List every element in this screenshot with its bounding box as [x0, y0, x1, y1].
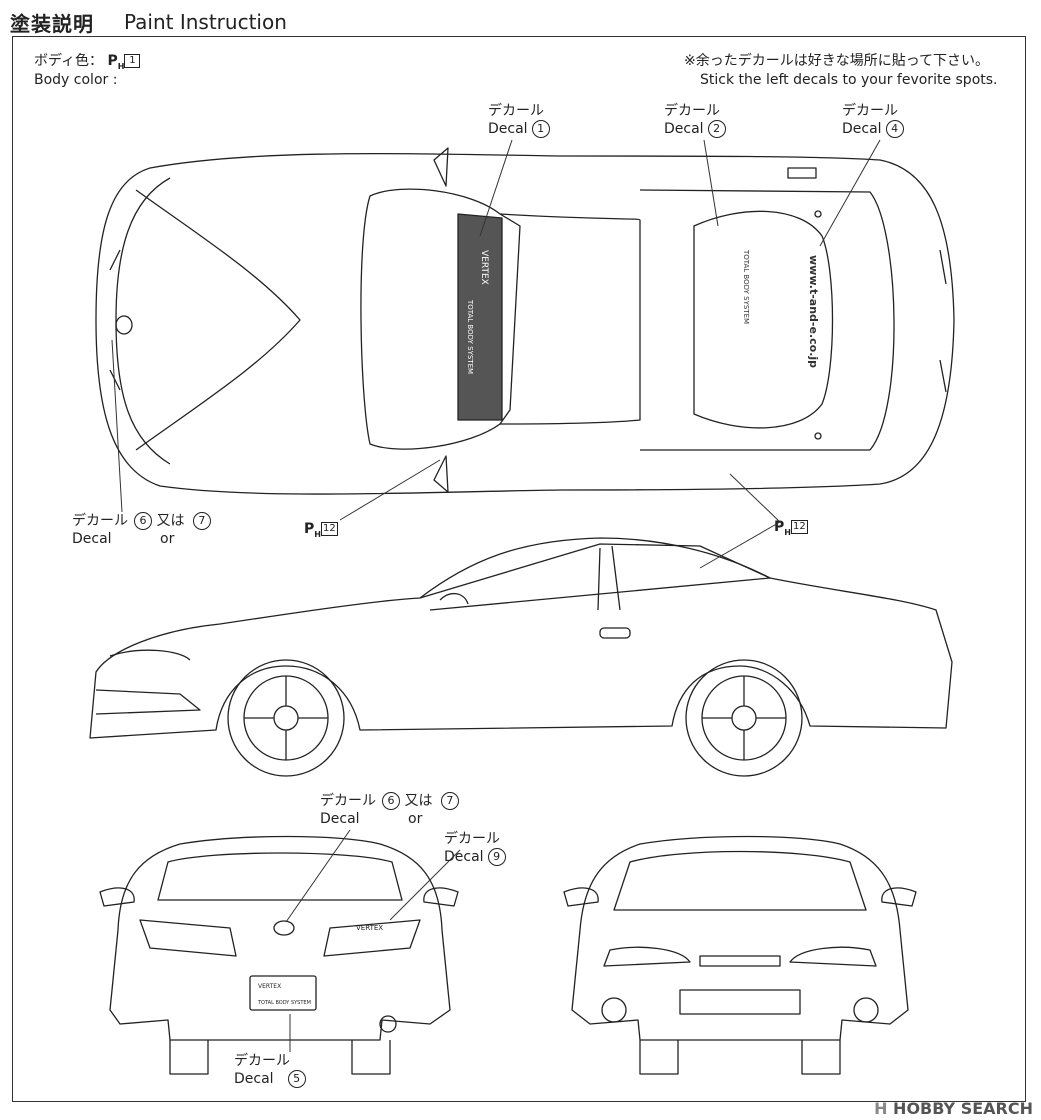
decal-number-7: 7	[192, 512, 211, 530]
leader-lines	[111, 139, 881, 1052]
trunk-badge-decal: VERTEX	[356, 924, 383, 932]
decal-number-5: 5	[287, 1070, 306, 1088]
plate-decal-top: VERTEX	[258, 983, 281, 990]
page-title-jp: 塗装説明	[10, 12, 94, 36]
notice-en: Stick the left decals to your fevorite s…	[700, 72, 998, 88]
decal-number-7-rear: 7	[440, 792, 459, 810]
callout-decal-6-7-rear: デカール Decal	[320, 793, 376, 827]
decal-number-4: 4	[885, 120, 904, 138]
watermark-logo-icon: H	[874, 1099, 888, 1118]
callout-or-top: 6 又は 7 or	[130, 512, 211, 548]
plate-decal-sub: TOTAL BODY SYSTEM	[257, 1000, 311, 1006]
notice-jp: ※余ったデカールは好きな場所に貼って下さい。	[684, 53, 990, 69]
decal-number-6-rear: 6	[382, 792, 400, 810]
side-view	[89, 537, 953, 777]
body-color-label-en: Body color :	[34, 72, 118, 88]
callout-decal-6-7-top: デカール Decal	[72, 513, 128, 547]
hood-decal-sub: TOTAL BODY SYSTEM	[742, 249, 750, 324]
watermark-text: HOBBY SEARCH	[893, 1099, 1033, 1118]
paint-code-body: PH	[107, 53, 125, 71]
diagram-frame	[12, 36, 1026, 1102]
front-view	[563, 835, 917, 1075]
windshield-decal	[457, 213, 503, 421]
top-view	[95, 147, 955, 495]
decal-number-9: 9	[487, 848, 506, 866]
body-color-label-jp: ボディ色：	[34, 53, 104, 69]
rear-view	[99, 835, 459, 1075]
decal-number-1: 1	[531, 120, 550, 138]
hood-url-decal: www.t-and-e.co.jp	[807, 255, 820, 368]
paint-number-box: 1	[124, 54, 141, 68]
paint-code-12-right: PH12	[774, 519, 808, 537]
paint-code-12-left: PH12	[304, 521, 338, 539]
decal-number-6: 6	[134, 512, 152, 530]
windshield-decal-text: VERTEX	[479, 250, 489, 285]
page-title-en: Paint Instruction	[124, 10, 287, 34]
body-color-label: ボディ色： PH1	[34, 52, 141, 76]
windshield-decal-sub: TOTAL BODY SYSTEM	[466, 299, 474, 374]
callout-or-rear: 6 又は 7 or	[378, 792, 459, 828]
decal-number-2: 2	[707, 120, 726, 138]
watermark: H HOBBY SEARCH	[874, 1099, 1033, 1118]
